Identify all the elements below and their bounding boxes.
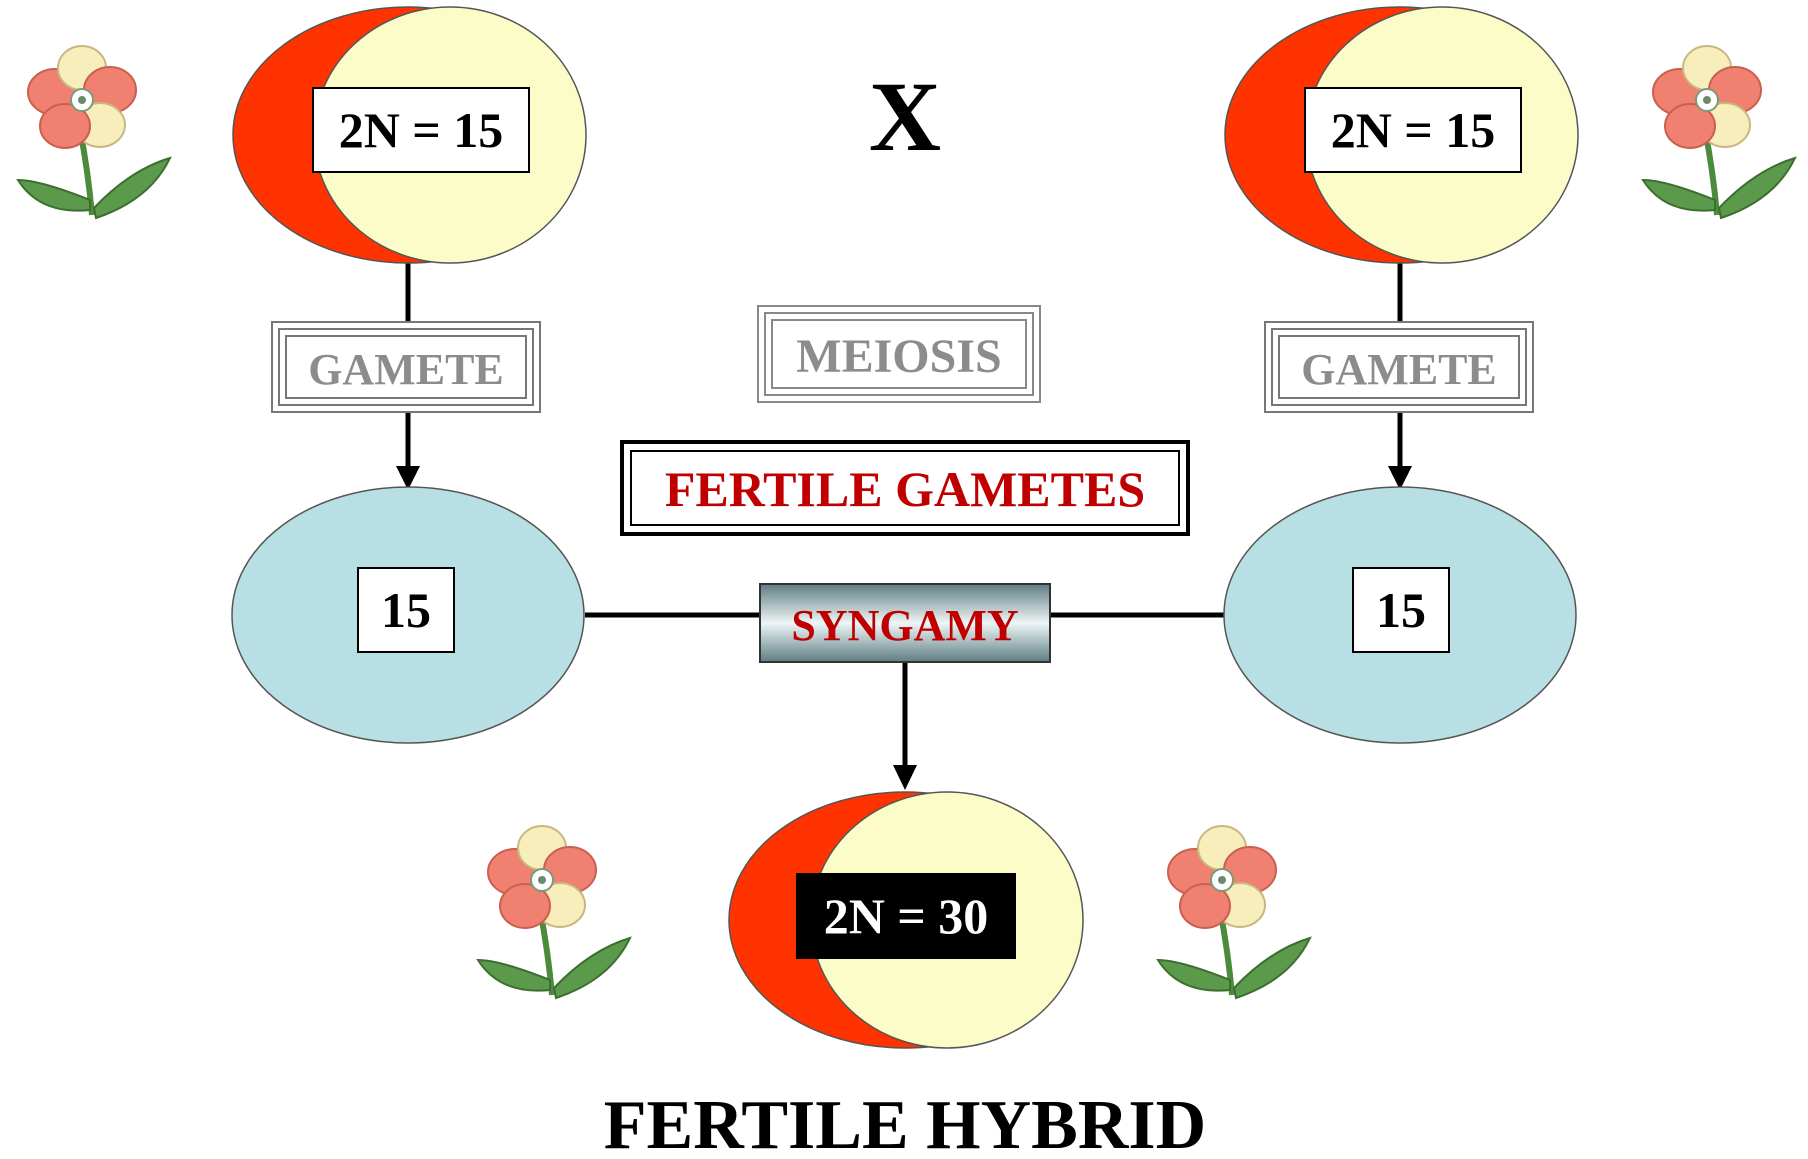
hybrid-cell: 2N = 30	[728, 791, 1084, 1049]
flower-icon	[1158, 826, 1310, 998]
hybrid-chromosome-label: 2N = 30	[824, 888, 989, 944]
left-parent-cell: 2N = 15	[232, 6, 587, 264]
left-parent-chromosome-label: 2N = 15	[339, 102, 504, 158]
left-gamete-count: 15	[381, 582, 431, 638]
left-gamete-cell: 15	[231, 486, 585, 744]
left-gamete-label: GAMETE	[308, 345, 504, 394]
syngamy-label-box: SYNGAMY	[759, 583, 1051, 663]
hybrid-caption: FERTILE HYBRID	[604, 1087, 1206, 1154]
hybrid-label-box	[796, 873, 1016, 959]
right-parent-cell: 2N = 15	[1224, 6, 1579, 264]
cross-symbol: X	[869, 61, 941, 172]
right-gamete-label-box: GAMETE	[1264, 321, 1534, 413]
fertile-gametes-label-box: FERTILE GAMETES	[620, 440, 1190, 536]
fertile-gametes-label: FERTILE GAMETES	[665, 461, 1145, 517]
right-gamete-cell: 15	[1223, 486, 1577, 744]
flower-icon	[1643, 46, 1795, 218]
flower-icon	[478, 826, 630, 998]
syngamy-label: SYNGAMY	[791, 601, 1018, 650]
arrowheads	[396, 466, 1412, 790]
right-parent-label-box	[1304, 87, 1522, 173]
left-parent-label-box	[312, 87, 530, 173]
meiosis-label: MEIOSIS	[796, 330, 1001, 383]
right-gamete-count: 15	[1376, 582, 1426, 638]
right-gamete-label: GAMETE	[1301, 345, 1497, 394]
left-gamete-label-box: GAMETE	[271, 321, 541, 413]
meiosis-label-box: MEIOSIS	[757, 305, 1041, 403]
flower-icon	[18, 46, 170, 218]
right-parent-chromosome-label: 2N = 15	[1331, 102, 1496, 158]
